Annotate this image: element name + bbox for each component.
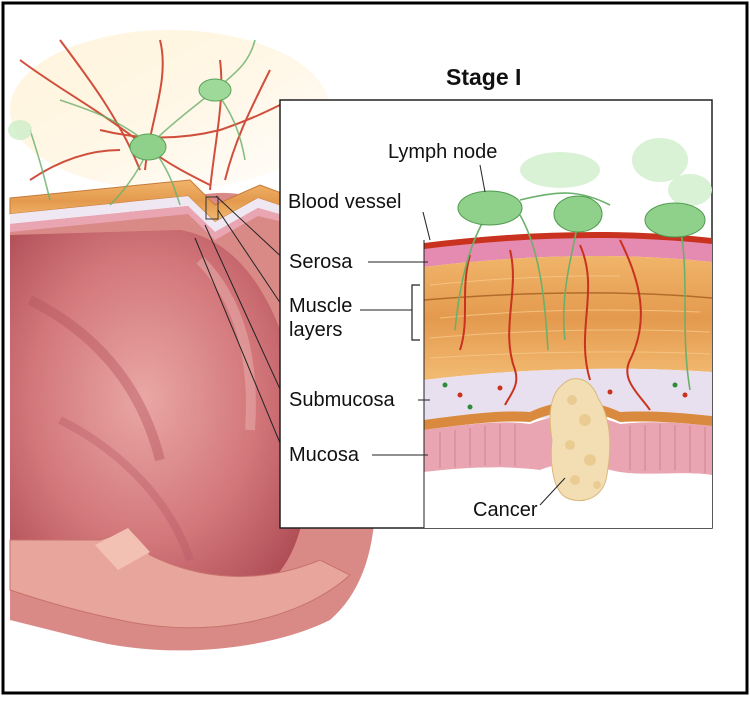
label-muscle-line1: Muscle bbox=[289, 295, 353, 317]
glow bbox=[10, 30, 330, 190]
inset-lymph-node-1-icon bbox=[457, 190, 523, 226]
label-mucosa: Mucosa bbox=[289, 444, 360, 466]
label-muscle-line2: layers bbox=[289, 319, 343, 341]
cancer-tumor bbox=[549, 378, 611, 502]
leader-lines bbox=[194, 195, 288, 456]
inset-lymph-node-2-icon bbox=[553, 195, 603, 233]
inset-lymph-node-3-icon bbox=[644, 202, 706, 238]
label-blood-vessel: Blood vessel bbox=[288, 191, 402, 213]
label-cancer: Cancer bbox=[473, 499, 538, 521]
zoom-marker bbox=[205, 196, 219, 220]
colon-lumen bbox=[10, 230, 308, 606]
inset-blood-vessels bbox=[459, 239, 651, 411]
lymph-node-1-icon bbox=[129, 133, 167, 161]
label-lymph-node: Lymph node bbox=[388, 141, 498, 163]
label-submucosa: Submucosa bbox=[289, 389, 395, 411]
muscle-bracket bbox=[411, 284, 420, 341]
colon-bottom-cut bbox=[9, 529, 351, 629]
label-serosa: Serosa bbox=[289, 251, 353, 273]
stage-title: Stage I bbox=[446, 64, 522, 90]
label-pointers bbox=[360, 164, 566, 506]
colon-cut-submucosa bbox=[10, 196, 300, 232]
lymph-node-2-icon bbox=[198, 78, 232, 102]
inset-panel bbox=[279, 99, 713, 529]
